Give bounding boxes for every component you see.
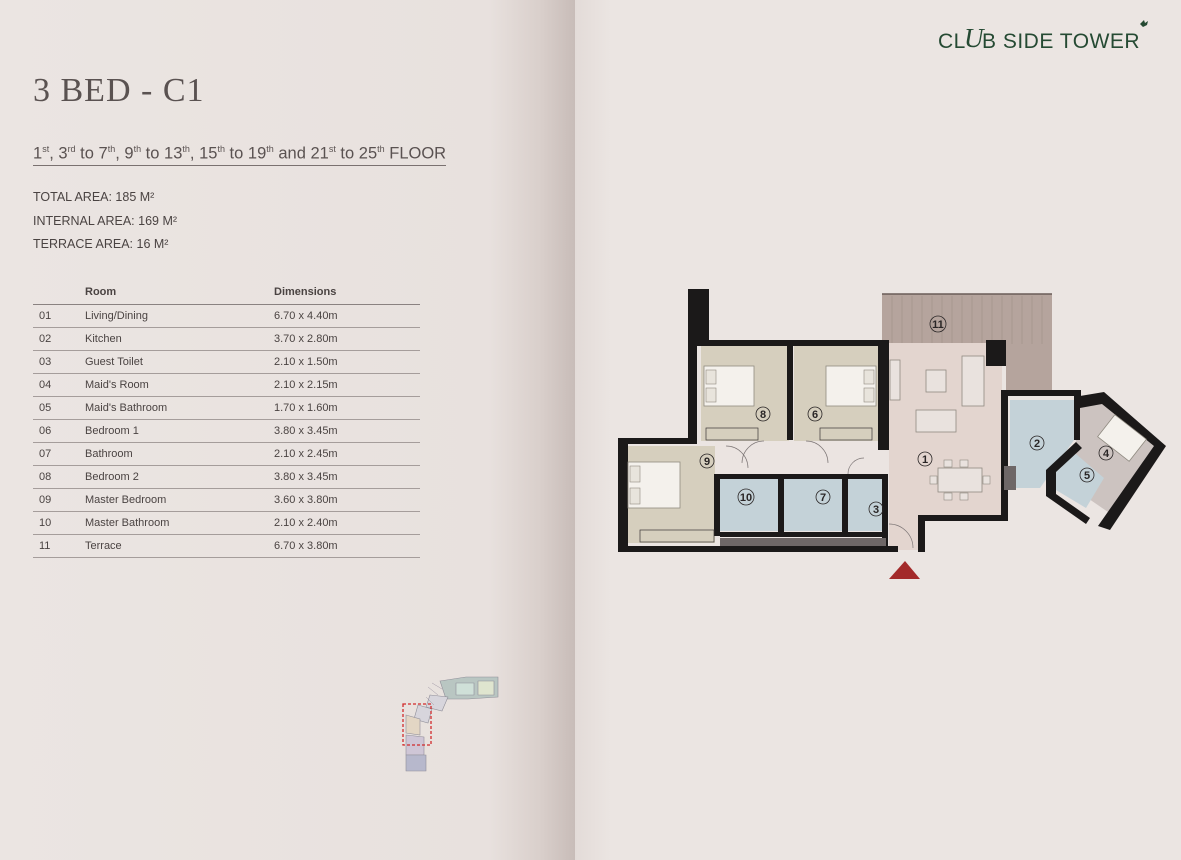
area-summary: TOTAL AREA: 185 M² INTERNAL AREA: 169 M²… <box>33 186 177 257</box>
room-name: Master Bedroom <box>85 488 274 512</box>
room-name: Maid's Bathroom <box>85 396 274 420</box>
floor-number: 13 <box>164 144 183 163</box>
room-number: 01 <box>33 304 85 328</box>
room-name: Living/Dining <box>85 304 274 328</box>
room-number: 09 <box>33 488 85 512</box>
floor-separator: to <box>335 144 359 163</box>
floor-number: 21 <box>310 144 329 163</box>
svg-text:CL: CL <box>938 30 966 53</box>
internal-area: INTERNAL AREA: 169 M² <box>33 213 178 228</box>
room-dimensions: 2.10 x 2.40m <box>274 511 420 535</box>
column-header-room: Room <box>85 284 274 305</box>
column-header-number <box>33 284 85 305</box>
room-dimensions: 3.80 x 3.45m <box>274 419 420 443</box>
club-side-tower-logo: CL U B SIDE TOWER <box>938 20 1148 53</box>
room-number: 11 <box>33 534 85 558</box>
floor-number: 3 <box>58 144 68 163</box>
room-number: 05 <box>33 396 85 420</box>
room-dimensions: 3.60 x 3.80m <box>274 488 420 512</box>
room-number: 07 <box>33 442 85 466</box>
floor-number: 25 <box>358 144 378 163</box>
floor-separator: , <box>49 144 59 163</box>
room-dimensions: 2.10 x 2.45m <box>274 442 420 466</box>
floor-separator: to <box>141 144 165 163</box>
svg-text:U: U <box>964 23 985 53</box>
room-dimensions: 3.70 x 2.80m <box>274 327 420 351</box>
floor-separator: and <box>273 144 311 163</box>
room-dimensions: 6.70 x 3.80m <box>274 534 420 558</box>
room-dimensions: 6.70 x 4.40m <box>274 304 420 328</box>
floor-number: 19 <box>247 144 267 163</box>
floor-separator: , <box>115 144 125 163</box>
room-name: Bedroom 1 <box>85 419 274 443</box>
ordinal-suffix: st <box>42 144 50 154</box>
ordinal-suffix: rd <box>67 144 76 154</box>
ordinal-suffix: th <box>107 144 116 154</box>
room-dimensions: 1.70 x 1.60m <box>274 396 420 420</box>
site-keymap <box>402 676 499 772</box>
terrace-area: TERRACE AREA: 16 M² <box>33 237 169 251</box>
right-page <box>575 0 1181 860</box>
total-area: TOTAL AREA: 185 M² <box>33 190 155 204</box>
left-page: 3 BED - C1 1st, 3rd to 7th, 9th to 13th,… <box>0 0 575 860</box>
room-name: Guest Toilet <box>85 350 274 374</box>
leaf-icon <box>1140 20 1148 27</box>
room-dimensions: 3.80 x 3.45m <box>274 465 420 489</box>
floor-separator: to <box>75 144 99 163</box>
unit-title: 3 BED - C1 <box>33 72 205 109</box>
svg-text:B SIDE TOWER: B SIDE TOWER <box>982 30 1140 53</box>
room-dimensions: 2.10 x 2.15m <box>274 373 420 397</box>
room-name: Bedroom 2 <box>85 465 274 489</box>
ordinal-suffix: th <box>266 144 274 154</box>
column-header-dimensions: Dimensions <box>274 284 420 305</box>
table-header-row: Room Dimensions <box>33 284 420 305</box>
room-number: 10 <box>33 511 85 535</box>
ordinal-suffix: th <box>217 144 225 154</box>
room-number: 04 <box>33 373 85 397</box>
room-number: 06 <box>33 419 85 443</box>
room-name: Maid's Room <box>85 373 274 397</box>
ordinal-suffix: th <box>133 144 142 154</box>
floor-list: 1st, 3rd to 7th, 9th to 13th, 15th to 19… <box>33 144 447 166</box>
floor-number: 15 <box>199 144 218 163</box>
unit-highlight-box <box>402 703 432 746</box>
ordinal-suffix: th <box>377 144 385 154</box>
room-dimensions: 2.10 x 1.50m <box>274 350 420 374</box>
room-name: Kitchen <box>85 327 274 351</box>
room-number: 03 <box>33 350 85 374</box>
room-number: 08 <box>33 465 85 489</box>
floor-separator: to <box>224 144 248 163</box>
room-name: Master Bathroom <box>85 511 274 535</box>
floor-number: 1 <box>33 144 43 163</box>
room-name: Terrace <box>85 534 274 558</box>
floor-number: 7 <box>98 144 108 163</box>
room-number: 02 <box>33 327 85 351</box>
ordinal-suffix: th <box>182 144 190 154</box>
floor-separator: , <box>189 144 200 163</box>
floor-separator: FLOOR <box>384 144 447 163</box>
room-name: Bathroom <box>85 442 274 466</box>
floor-number: 9 <box>124 144 134 163</box>
ordinal-suffix: st <box>328 144 336 154</box>
